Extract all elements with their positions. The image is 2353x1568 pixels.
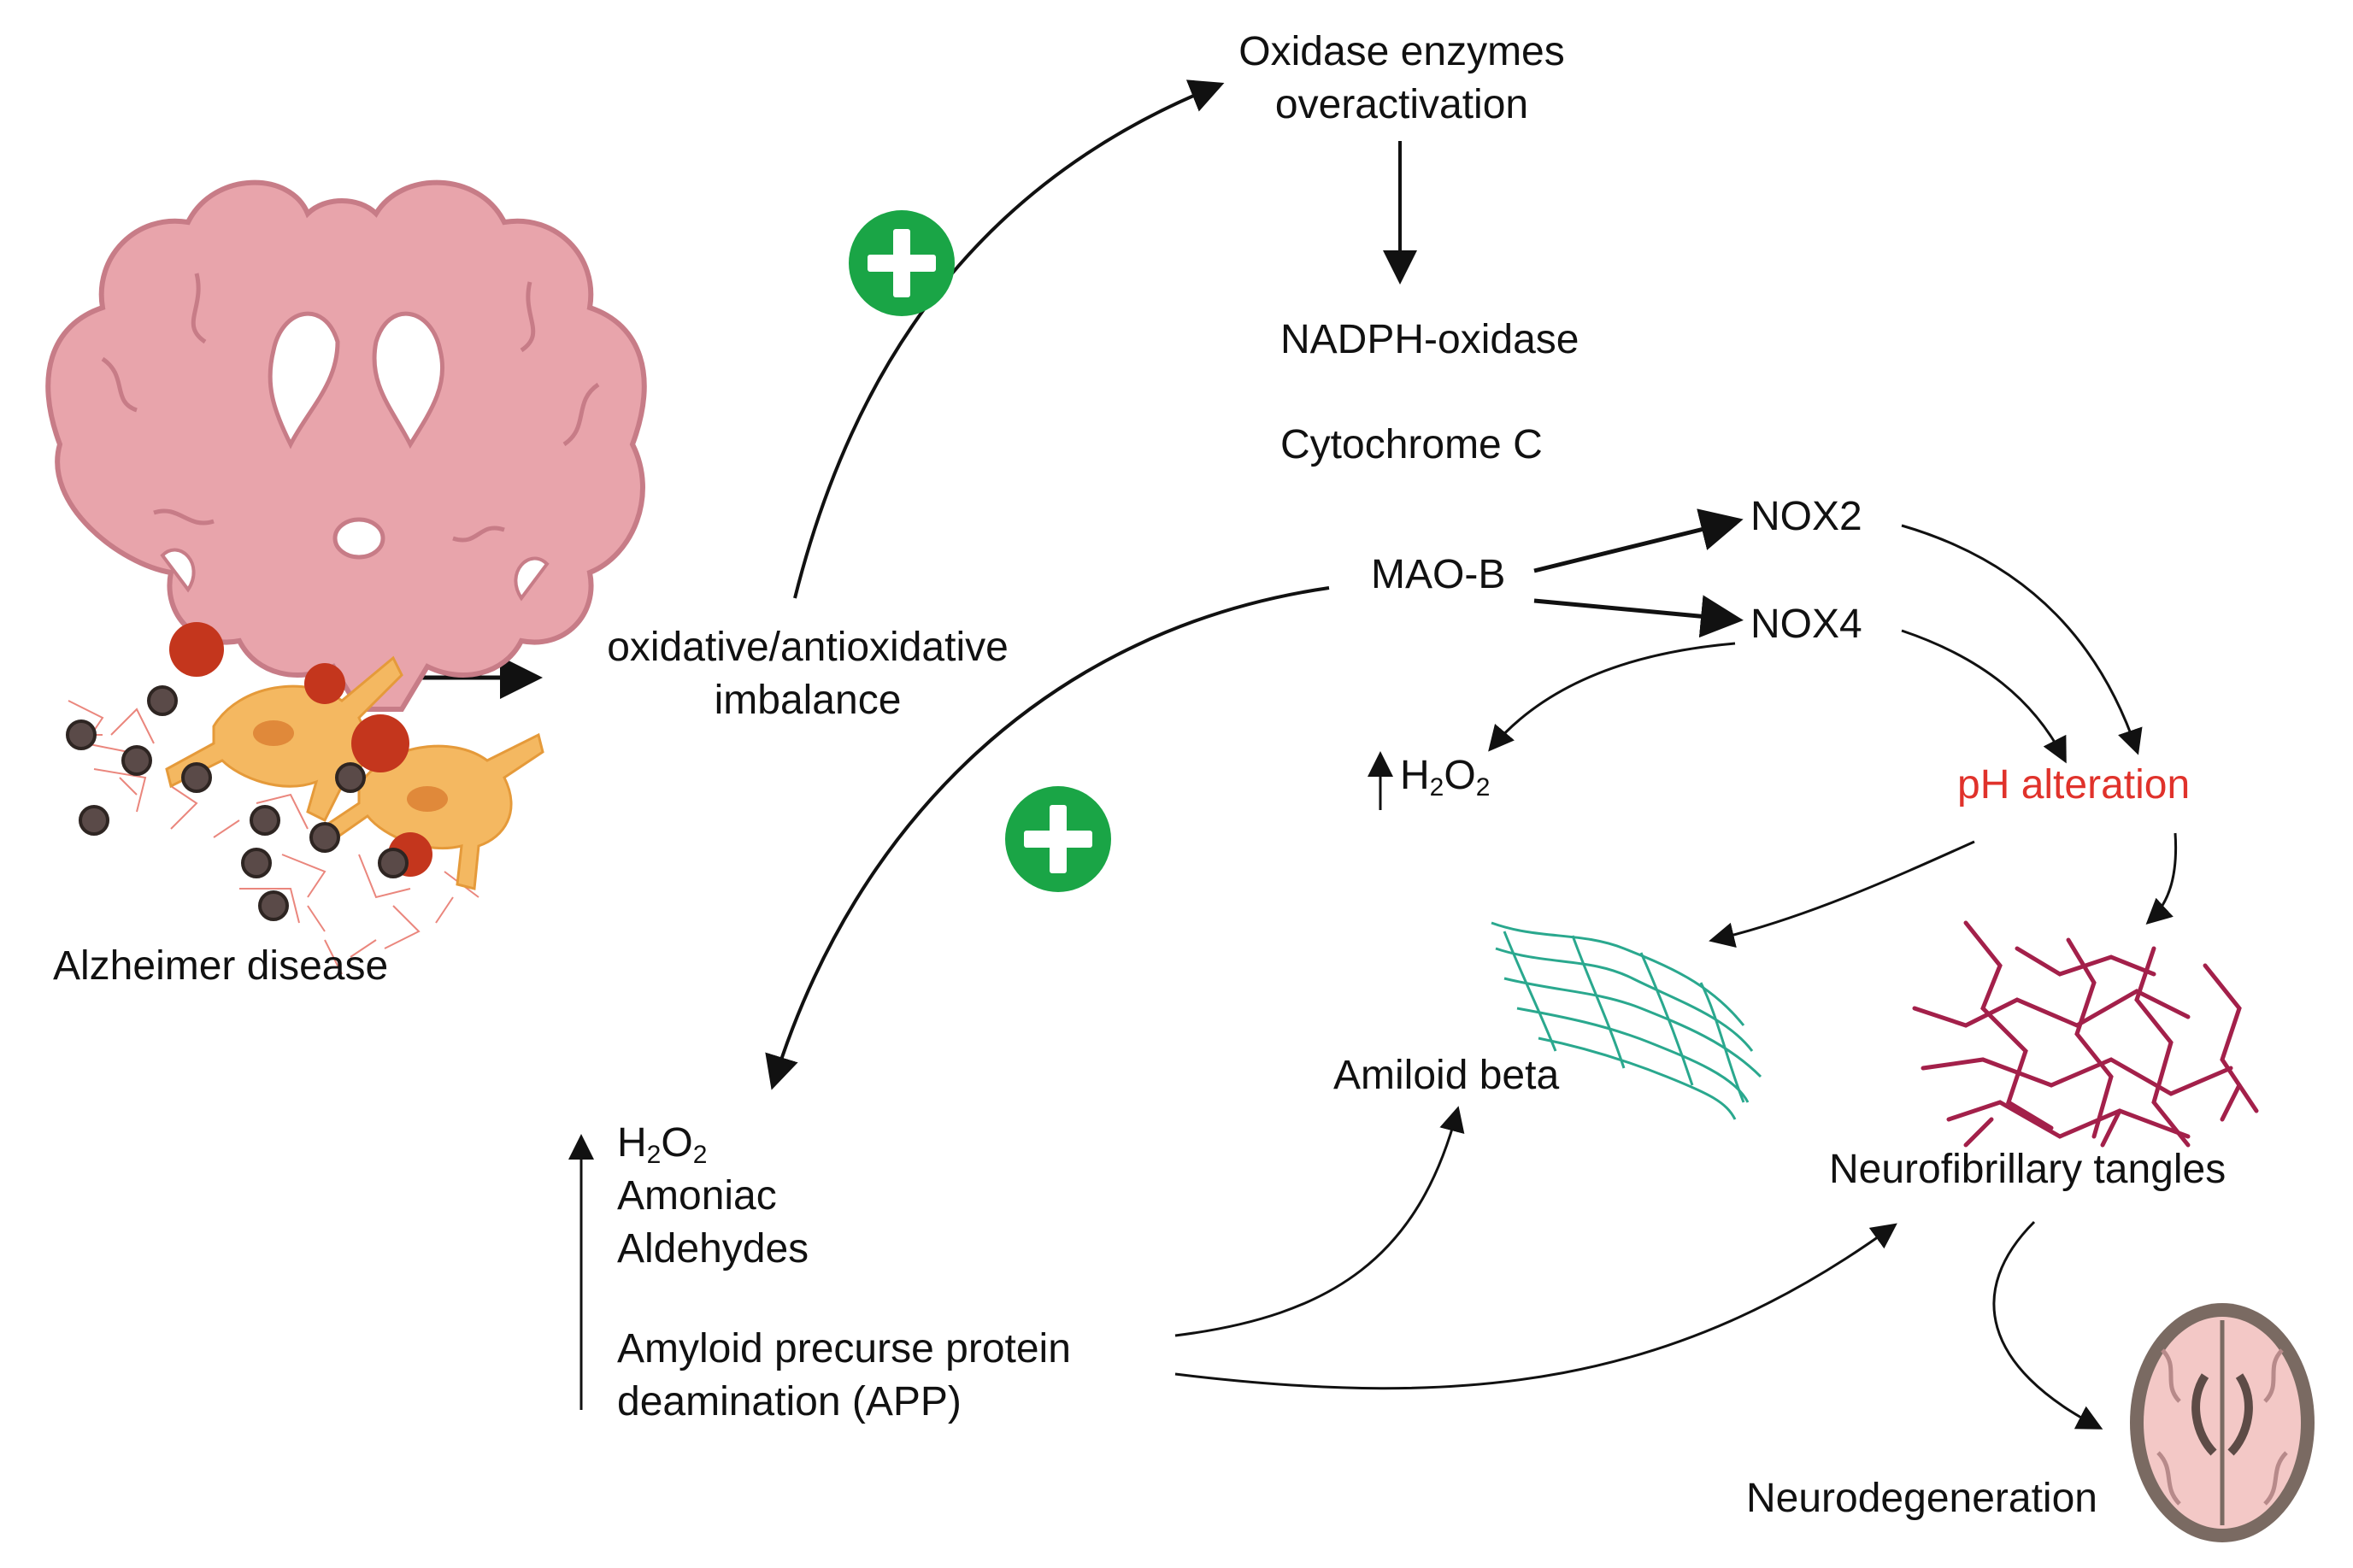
label-oxidase-enzymes: Oxidase enzymes overactivation bbox=[1175, 26, 1628, 132]
arrow-nox2-to-ph bbox=[1901, 524, 2143, 755]
label-neurofibrillary-tangles: Neurofibrillary tangles bbox=[1829, 1147, 2227, 1192]
h2o2-sub-b: 2 bbox=[1475, 773, 1491, 802]
list-h2o2-sub-a: 2 bbox=[646, 1141, 662, 1169]
h2o2-h: H bbox=[1400, 753, 1430, 798]
label-nox2: NOX2 bbox=[1750, 494, 1862, 539]
label-oxidase-line2: overactivation bbox=[1274, 82, 1529, 127]
list-h2o2-sub-b: 2 bbox=[692, 1141, 708, 1169]
list-h2o2-o: O bbox=[661, 1120, 693, 1166]
label-ph-alteration: pH alteration bbox=[1957, 762, 2191, 807]
arrow-maob-to-products bbox=[765, 586, 1330, 1090]
arrow-maob-to-nox4 bbox=[1533, 595, 1744, 638]
arrow-tangles-to-neurodegeneration bbox=[1992, 1220, 2103, 1430]
label-neurodegeneration: Neurodegeneration bbox=[1746, 1476, 2097, 1521]
label-amyloid-beta: Amiloid beta bbox=[1333, 1053, 1560, 1098]
arrow-nox4-to-h2o2 bbox=[1488, 642, 1736, 752]
arrow-maob-to-nox2 bbox=[1533, 508, 1744, 573]
label-imbalance-line1: oxidative/antioxidative bbox=[607, 625, 1009, 670]
h2o2-sub-a: 2 bbox=[1429, 773, 1444, 802]
label-app: Amyloid precurse protein deamination (AP… bbox=[617, 1323, 1071, 1429]
amyloid-fibrils-icon bbox=[1491, 921, 1762, 1120]
label-cytochrome-c: Cytochrome C bbox=[1280, 422, 1543, 467]
plus-icon bbox=[1005, 786, 1111, 892]
neuron-icon bbox=[66, 622, 544, 975]
label-nadph-oxidase: NADPH-oxidase bbox=[1280, 317, 1579, 362]
label-mao-b: MAO-B bbox=[1371, 552, 1506, 597]
h2o2-o: O bbox=[1444, 753, 1476, 798]
list-h2o2-h: H bbox=[617, 1120, 647, 1166]
arrow-imbalance-to-oxidase bbox=[793, 79, 1225, 599]
arrow-ph-to-amyloid bbox=[1709, 840, 1975, 948]
tangles-icon bbox=[1912, 920, 2259, 1148]
arrow-app-to-amyloid bbox=[1174, 1106, 1465, 1337]
label-oxidase-line1: Oxidase enzymes bbox=[1238, 29, 1565, 74]
products-list: H2O2 Amoniac Aldehydes bbox=[617, 1117, 809, 1276]
coronal-brain-icon bbox=[45, 179, 647, 712]
axial-brain-icon bbox=[2130, 1303, 2315, 1542]
arrow-nox4-to-ph bbox=[1901, 629, 2067, 764]
label-aldehydes: Aldehydes bbox=[617, 1226, 809, 1271]
label-app-line2: deamination (APP) bbox=[617, 1379, 962, 1424]
label-app-line1: Amyloid precurse protein bbox=[617, 1326, 1071, 1371]
arrows bbox=[376, 79, 2178, 1430]
label-h2o2-list: H2O2 bbox=[617, 1117, 809, 1170]
label-imbalance-line2: imbalance bbox=[714, 678, 902, 723]
label-h2o2-small: H2O2 bbox=[1400, 749, 1490, 802]
label-alzheimer-disease: Alzheimer disease bbox=[53, 943, 389, 989]
plus-icon bbox=[849, 210, 955, 316]
arrow-app-to-tangles bbox=[1174, 1223, 1897, 1390]
label-amoniac: Amoniac bbox=[617, 1173, 777, 1219]
label-imbalance: oxidative/antioxidative imbalance bbox=[547, 621, 1068, 727]
label-nox4: NOX4 bbox=[1750, 602, 1862, 647]
arrow-ph-to-tangles bbox=[2145, 832, 2178, 925]
